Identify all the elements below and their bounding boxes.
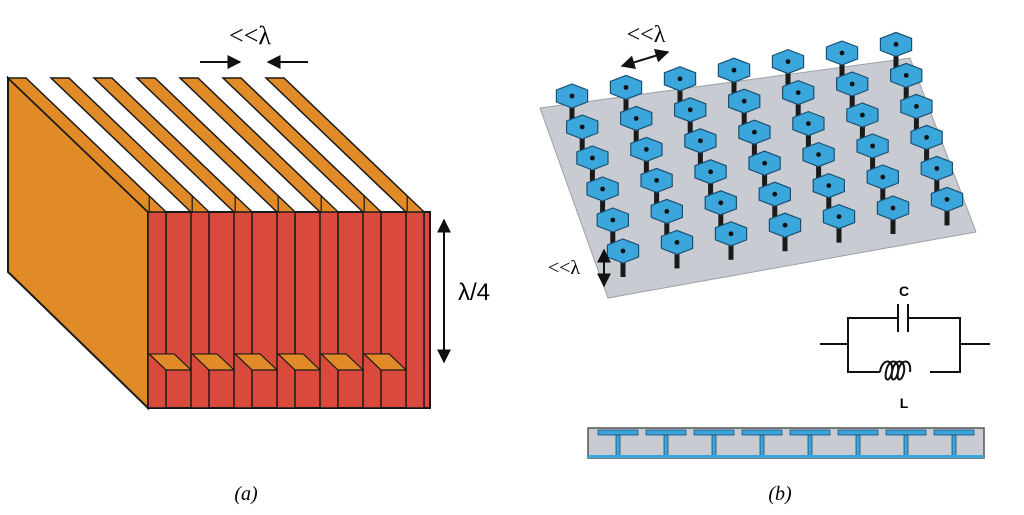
mushroom-cell [889, 62, 923, 102]
mushroom-cell [565, 114, 599, 153]
mushroom-cell [748, 150, 781, 190]
inductor-coil [879, 360, 912, 381]
panel-a-period-label: <<λ [229, 21, 271, 50]
mushroom-cell [758, 181, 792, 221]
mushroom-cell [900, 93, 933, 133]
mushroom-cell [586, 176, 619, 215]
corrugation-fin [49, 77, 236, 409]
mushroom-cell [835, 71, 869, 110]
panel-b-period-label: <<λ [627, 22, 666, 48]
mushroom-cell [694, 159, 727, 198]
mushroom-cell [650, 198, 684, 238]
mushroom-cell [609, 74, 643, 114]
lc-circuit [820, 304, 990, 381]
panel-b-mushroom-surface [539, 31, 977, 299]
panel-a-depth-indicator: λ/4 [437, 218, 490, 364]
mushroom-cell [727, 88, 761, 128]
mushroom-cell [768, 212, 802, 252]
corrugation-fin [135, 77, 322, 409]
panel-b-period-indicator: <<λ [620, 22, 670, 70]
mushroom-cell [846, 102, 879, 141]
mushroom-cell [856, 133, 889, 172]
mushroom-cell [812, 172, 846, 212]
mushroom-cell [876, 195, 910, 234]
corrugation-fin [92, 77, 279, 409]
mushroom-cell [555, 83, 589, 122]
panel-a-depth-label: λ/4 [458, 279, 490, 306]
mushroom-cell [704, 190, 738, 229]
mushroom-cell [576, 145, 609, 184]
mushroom-cell [802, 141, 835, 181]
panel-a-corrugated-surface [6, 75, 431, 411]
panel-b-height-label: <<λ [548, 257, 581, 279]
mushroom-cross-section [587, 427, 985, 459]
mushroom-cell [792, 110, 825, 150]
mushroom-cell [781, 79, 815, 119]
mushroom-cell [879, 31, 913, 71]
mushroom-cell [660, 229, 694, 269]
mushroom-cell [714, 221, 748, 260]
mushroom-cell [673, 97, 707, 136]
mushroom-cell [910, 124, 943, 164]
corrugation-fin [221, 77, 408, 409]
panel-a-caption: (a) [234, 483, 258, 505]
mushroom-cell [630, 136, 663, 176]
mushroom-cell [822, 203, 856, 243]
cross-section-cell [837, 429, 879, 458]
capacitor-label: C [899, 283, 909, 299]
mushroom-cell [663, 66, 697, 105]
mushroom-cell [771, 48, 805, 88]
mushroom-cell [825, 40, 859, 79]
ground-plane [588, 455, 984, 458]
mushroom-cell [596, 207, 630, 246]
panel-b-height-indicator: <<λ [548, 248, 611, 288]
mushroom-cell [717, 57, 751, 97]
panel-b-caption: (b) [768, 483, 792, 505]
mushroom-cell [684, 128, 717, 167]
mushroom-cell [930, 186, 964, 226]
mushroom-cell [619, 105, 653, 145]
mushroom-cell [738, 119, 771, 159]
corrugation-fin [264, 77, 426, 409]
inductor-label: L [900, 395, 909, 411]
corrugation-fin [6, 77, 193, 409]
mushroom-cell [640, 167, 673, 207]
corrugation-fin [178, 77, 365, 409]
mushroom-cell [920, 155, 954, 195]
corrugation-fins [6, 77, 426, 409]
mushroom-array [555, 31, 964, 277]
mushroom-cell [866, 164, 900, 203]
panel-a-period-indicator: <<λ [200, 21, 308, 69]
mushroom-cell [606, 238, 640, 277]
